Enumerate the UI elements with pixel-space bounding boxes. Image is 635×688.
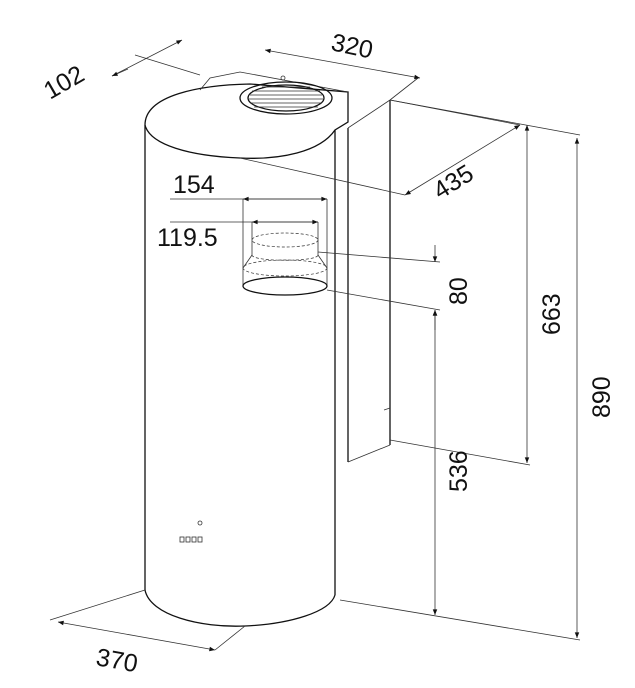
indicator-light [197, 520, 203, 526]
dim-label-536: 536 [445, 450, 473, 492]
dim-label-80: 80 [445, 277, 473, 305]
dim-label-890: 890 [588, 376, 616, 418]
control-button[interactable] [185, 536, 191, 543]
duct-connector [242, 232, 328, 296]
back-panel [347, 99, 391, 463]
dim-label-320: 320 [329, 28, 376, 64]
dim-label-119-5: 119.5 [157, 224, 218, 252]
dim-label-435: 435 [428, 159, 478, 205]
control-button[interactable] [197, 536, 203, 543]
control-button[interactable] [191, 536, 197, 543]
control-button[interactable] [179, 536, 185, 543]
control-panel [179, 520, 203, 543]
outlet-grille [239, 75, 333, 115]
dim-label-102: 102 [39, 60, 89, 105]
dim-label-154: 154 [173, 171, 215, 199]
hood-cylinder [144, 71, 349, 627]
dim-label-663: 663 [538, 293, 566, 335]
dim-label-370: 370 [94, 643, 140, 678]
dimension-lines [49, 39, 581, 652]
